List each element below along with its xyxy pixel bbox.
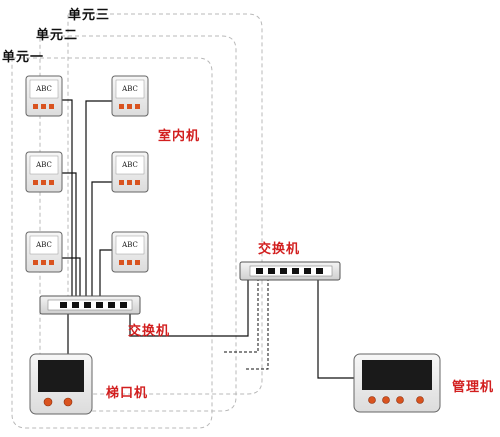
indoor-unit-button	[41, 104, 46, 109]
unit2-label: 单元二	[36, 28, 79, 43]
cable-indoor-left-mid	[62, 172, 77, 297]
indoor-units: ABC ABC ABC ABC ABC ABC	[25, 75, 149, 273]
switch-port	[84, 302, 91, 308]
indoor-unit-button	[119, 104, 124, 109]
indoor-unit-button	[49, 180, 54, 185]
indoor-unit: ABC	[25, 151, 63, 193]
indoor-unit-button	[41, 180, 46, 185]
indoor-unit-screen-text: ABC	[121, 241, 138, 249]
management-button	[382, 396, 390, 404]
indoor-unit-screen-text: ABC	[35, 241, 52, 249]
indoor-unit-screen-text: ABC	[121, 85, 138, 93]
unit-frames	[11, 13, 263, 429]
switch-right	[239, 261, 341, 281]
door-station-screen	[38, 360, 84, 392]
unit3-frame	[67, 13, 263, 395]
unit1-label: 单元一	[2, 50, 45, 65]
indoor-unit: ABC	[111, 231, 149, 273]
indoor-unit: ABC	[111, 151, 149, 193]
cable-indoor-right-top	[85, 100, 113, 297]
unit2-frame	[39, 35, 237, 412]
unit3-label: 单元三	[68, 8, 111, 23]
switch-port	[280, 268, 287, 274]
cables	[62, 99, 356, 379]
cable-indoor-right-mid	[91, 181, 113, 297]
unit1-frame	[11, 57, 213, 429]
switch-port	[60, 302, 67, 308]
indoor-unit-button	[135, 260, 140, 265]
indoor-unit-button	[119, 180, 124, 185]
indoor-unit-button	[33, 180, 38, 185]
management-unit	[353, 353, 441, 413]
switch-port	[268, 268, 275, 274]
indoor-unit-button	[41, 260, 46, 265]
cable-unit3-uplink	[245, 278, 269, 370]
indoor-unit-button	[49, 260, 54, 265]
indoor-unit-button	[135, 104, 140, 109]
indoor-unit-screen-text: ABC	[35, 85, 52, 93]
switch-port	[72, 302, 79, 308]
management-screen	[362, 360, 432, 390]
management-button	[396, 396, 404, 404]
switch-port	[316, 268, 323, 274]
indoor-unit-button	[49, 104, 54, 109]
indoor-unit: ABC	[25, 231, 63, 273]
management-button	[368, 396, 376, 404]
switch-port	[96, 302, 103, 308]
management-label: 管理机	[452, 380, 495, 395]
cable-indoor-right-bot	[99, 249, 113, 297]
cable-right-switch-to-management	[317, 278, 356, 379]
switch-port	[108, 302, 115, 308]
indoor-unit-screen-text: ABC	[35, 161, 52, 169]
cable-indoor-left-top	[62, 99, 73, 297]
switch-port	[292, 268, 299, 274]
door-station	[29, 353, 93, 415]
indoor-unit: ABC	[111, 75, 149, 117]
management-button	[416, 396, 424, 404]
indoor-unit-screen-text: ABC	[121, 161, 138, 169]
indoor-unit-button	[127, 260, 132, 265]
cable-indoor-left-bot	[62, 257, 81, 297]
door-station-button	[63, 397, 73, 407]
indoor-unit: ABC	[25, 75, 63, 117]
switch-port	[256, 268, 263, 274]
switch-port	[120, 302, 127, 308]
door-station-button	[43, 397, 53, 407]
switch-bottom	[39, 295, 141, 315]
cable-unit2-uplink	[224, 278, 259, 353]
cable-switch-to-right-switch	[129, 278, 249, 337]
indoor-unit-button	[135, 180, 140, 185]
switch-port	[304, 268, 311, 274]
indoor-unit-button	[119, 260, 124, 265]
indoor-unit-button	[127, 104, 132, 109]
switch-bottom-label: 交换机	[128, 324, 171, 339]
indoor-unit-button	[127, 180, 132, 185]
indoor-unit-label: 室内机	[158, 129, 201, 144]
door-station-label: 梯口机	[106, 386, 149, 401]
switch-right-label: 交换机	[258, 242, 301, 257]
indoor-unit-button	[33, 104, 38, 109]
indoor-unit-button	[33, 260, 38, 265]
